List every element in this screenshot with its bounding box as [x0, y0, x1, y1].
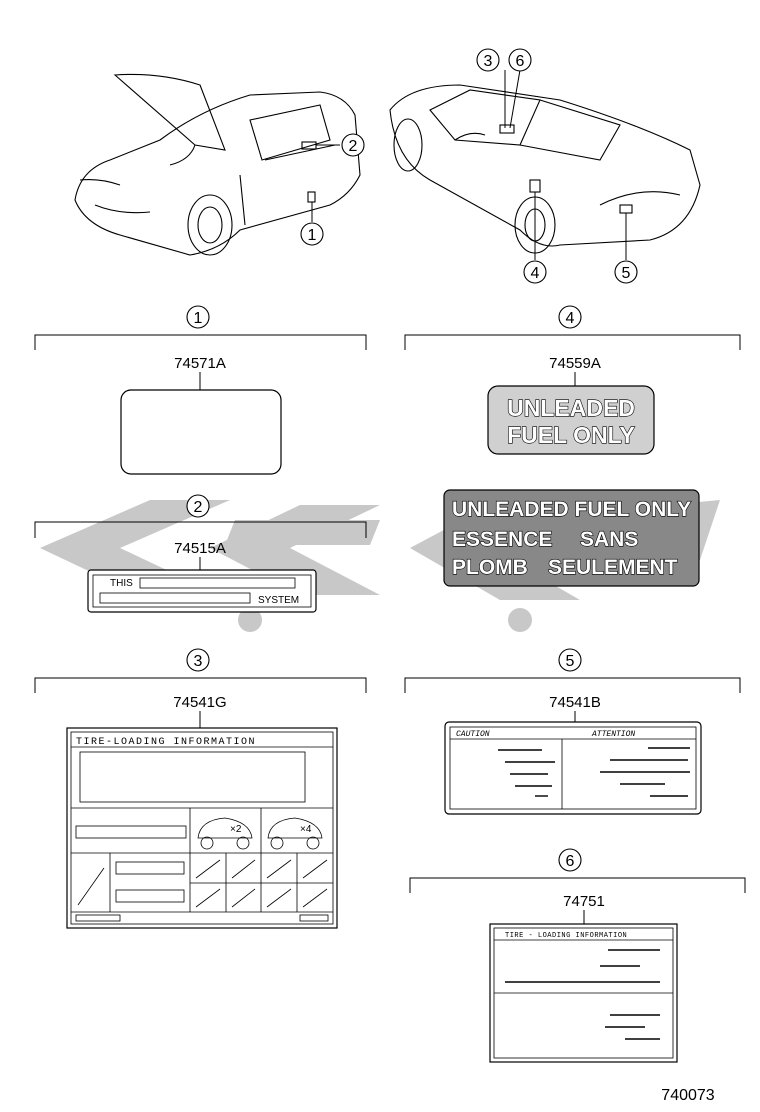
part-number-74571A: 74571A [174, 355, 226, 372]
callout-5-text: 5 [622, 265, 631, 282]
callout-6: 6 [508, 48, 532, 72]
callout-2: 2 [341, 133, 365, 157]
callout-1: 1 [300, 222, 324, 246]
callout-4-text: 4 [531, 265, 540, 282]
section-5-number: 5 [566, 653, 575, 670]
section-2: 2 74515A THIS SYSTEM [34, 494, 367, 613]
part-number-74515A: 74515A [174, 540, 226, 557]
part-number-74559A: 74559A [549, 355, 601, 372]
label-74559A [487, 385, 655, 455]
label-74541G-x4: ×4 [300, 824, 312, 835]
label-bilingual-line2a: ESSENCE [452, 528, 552, 551]
callout-4: 4 [523, 260, 547, 284]
section-5: 5 74541B CAUTION ATTENTION [404, 648, 741, 815]
callout-3: 3 [476, 48, 500, 72]
rear-car-illustration [389, 84, 701, 254]
label-74541B [444, 721, 702, 815]
label-74541G-title: TIRE-LOADING INFORMATION [76, 737, 256, 748]
part-number-74541G: 74541G [173, 694, 226, 711]
section-6: 6 74751 TIRE - LOADING INFORMATION [409, 848, 746, 1063]
label-bilingual-line3b: SEULEMENT [548, 556, 678, 579]
label-74559A-bilingual [443, 489, 700, 587]
label-74515A [87, 569, 317, 613]
callout-1-text: 1 [308, 227, 317, 244]
section-1-number: 1 [194, 310, 203, 327]
callout-2-text: 2 [349, 138, 358, 155]
label-74541B-attention: ATTENTION [591, 730, 635, 739]
section-1: 1 74571A [34, 305, 367, 475]
label-bilingual-line2b: SANS [580, 528, 638, 551]
section-3-number: 3 [194, 653, 203, 670]
label-74515A-system: SYSTEM [258, 595, 299, 606]
label-74571A-blank [120, 389, 282, 475]
front-car-callouts [311, 144, 340, 222]
part-number-74751: 74751 [563, 893, 605, 910]
label-74515A-this: THIS [110, 578, 133, 589]
section-3: 3 74541G TIRE-LOADING INFORMATION ×2 ×4 [34, 648, 367, 929]
section-2-number: 2 [194, 499, 203, 516]
label-74559A-line1: UNLEADED [507, 395, 635, 421]
section-6-number: 6 [566, 853, 575, 870]
label-74559A-line2: FUEL ONLY [507, 422, 635, 448]
label-bilingual-line3a: PLOMB [452, 556, 528, 579]
figure-id: 740073 [661, 1087, 714, 1104]
rear-car-callouts [504, 69, 627, 260]
section-4-number: 4 [566, 310, 575, 327]
part-number-74541B: 74541B [549, 694, 601, 711]
label-74541G-x2: ×2 [230, 824, 242, 835]
label-74541B-caution: CAUTION [456, 730, 490, 739]
callout-5: 5 [614, 260, 638, 284]
label-bilingual-line1: UNLEADED FUEL ONLY [452, 498, 691, 521]
section-4: 4 74559A UNLEADED FUEL ONLY UNLEADED FUE… [404, 305, 741, 587]
callout-6-text: 6 [516, 53, 525, 70]
label-74751-title: TIRE - LOADING INFORMATION [505, 932, 627, 940]
callout-3-text: 3 [484, 53, 493, 70]
